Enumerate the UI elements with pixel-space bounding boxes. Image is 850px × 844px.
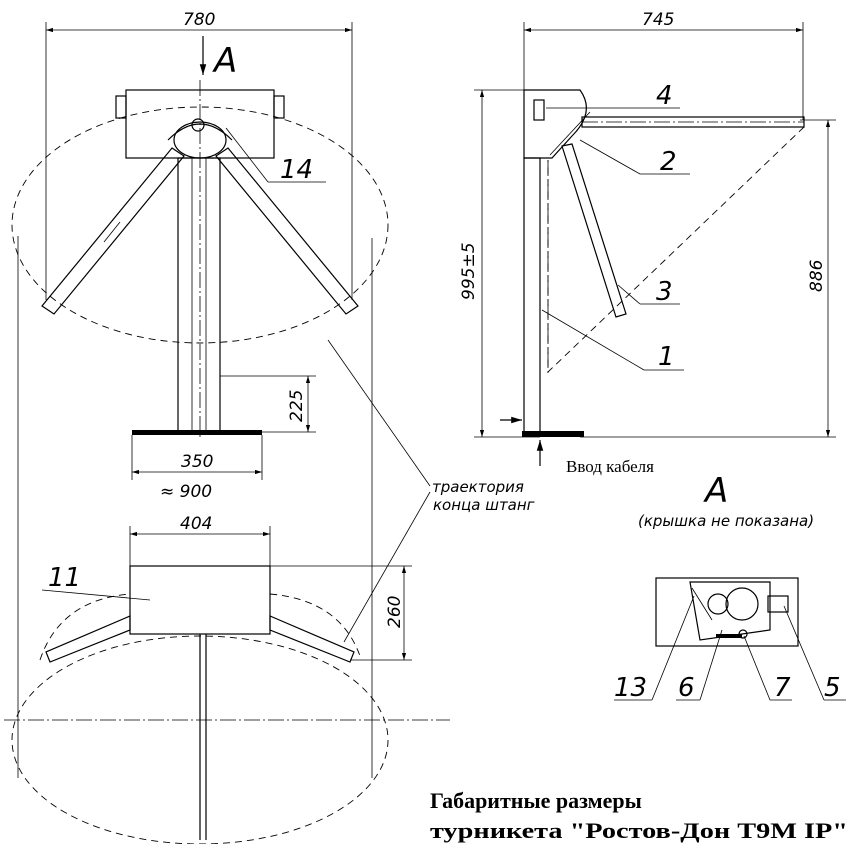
trajectory-leader-bottom — [343, 491, 431, 643]
callout-14: 14 — [280, 155, 313, 185]
callout-3-leader — [617, 284, 641, 305]
top-view: 404 11 260 — [4, 514, 450, 844]
dim-780-label: 780 — [183, 10, 215, 30]
dim-404-label: 404 — [180, 514, 212, 534]
dim-350-label: 350 — [181, 452, 213, 472]
column — [177, 157, 221, 433]
arm-trajectory-circle — [11, 106, 389, 344]
dim-995-label: 995±5 — [459, 242, 479, 300]
top-arm-left — [45, 615, 131, 663]
view-a-note: (крышка не показана) — [638, 512, 814, 530]
side-view: 745 995±5 886 Ввод кабеля 4 — [459, 10, 836, 476]
top-housing — [129, 565, 271, 635]
side-indicator — [533, 99, 545, 121]
arm-left-break — [103, 221, 121, 243]
callout-7-leader — [743, 635, 771, 701]
head-right-tab — [273, 95, 285, 119]
trajectory-label-line1: траектория — [432, 478, 524, 496]
base-plate — [132, 430, 262, 435]
callout-11: 11 — [48, 563, 81, 593]
callout-2-leader — [579, 139, 641, 175]
callout-4: 4 — [656, 81, 673, 111]
callout-2: 2 — [660, 147, 677, 177]
view-a-latch — [716, 634, 742, 638]
view-a-sensor — [767, 595, 789, 613]
drawing-caption: Габаритные размеры турникета "Ростов-Дон… — [430, 788, 848, 843]
head-left-tab — [115, 95, 127, 119]
side-head-housing — [523, 89, 587, 159]
view-a-title: A — [703, 471, 728, 511]
callout-1-leader — [541, 309, 645, 371]
callout-3: 3 — [656, 277, 673, 307]
dim-900-label: ≈ 900 — [160, 482, 212, 502]
callout-6-leader — [699, 629, 723, 701]
view-a-cam — [707, 593, 729, 615]
dim-260-label: 260 — [385, 596, 405, 628]
dim-225-label: 225 — [287, 390, 307, 422]
arm-right — [215, 147, 359, 315]
cable-entry-label: Ввод кабеля — [566, 457, 654, 476]
callout-13: 13 — [614, 673, 647, 703]
side-column — [523, 157, 541, 437]
view-a-mechanism — [689, 581, 771, 641]
caption-line1: Габаритные размеры — [430, 788, 642, 813]
front-view: 780 A 225 350 ≈ 900 — [11, 10, 389, 502]
callout-6: 6 — [678, 673, 695, 703]
trajectory-leader-top — [327, 339, 431, 487]
view-a: A (крышка не показана) 13 6 7 5 — [614, 471, 846, 703]
top-trajectory-upper — [39, 593, 361, 661]
trajectory-annotation: траектория конца штанг — [327, 339, 535, 643]
dim-745-label: 745 — [642, 10, 674, 30]
callout-13-leader — [651, 595, 695, 701]
caption-line2: турникета "Ростов-Дон Т9М IP" — [430, 818, 848, 843]
view-a-rotor — [725, 587, 759, 621]
dim-886-label: 886 — [807, 259, 827, 292]
callout-5-leader — [783, 605, 825, 701]
arm-angled — [561, 143, 627, 318]
side-base-plate — [522, 431, 584, 437]
view-a-housing — [655, 577, 799, 647]
callout-14-leader — [225, 127, 269, 183]
section-a-label: A — [212, 41, 237, 81]
arm-left — [41, 147, 185, 315]
top-trajectory-lower — [11, 635, 389, 844]
callout-7: 7 — [774, 673, 791, 703]
callout-1: 1 — [658, 342, 675, 372]
arm-hidden-trajectory — [547, 126, 805, 374]
callout-5: 5 — [824, 673, 841, 703]
top-arm-right — [269, 615, 355, 663]
callout-11-leader — [41, 589, 151, 601]
trajectory-label-line2: конца штанг — [433, 496, 535, 514]
rotor-bolt — [191, 118, 205, 132]
